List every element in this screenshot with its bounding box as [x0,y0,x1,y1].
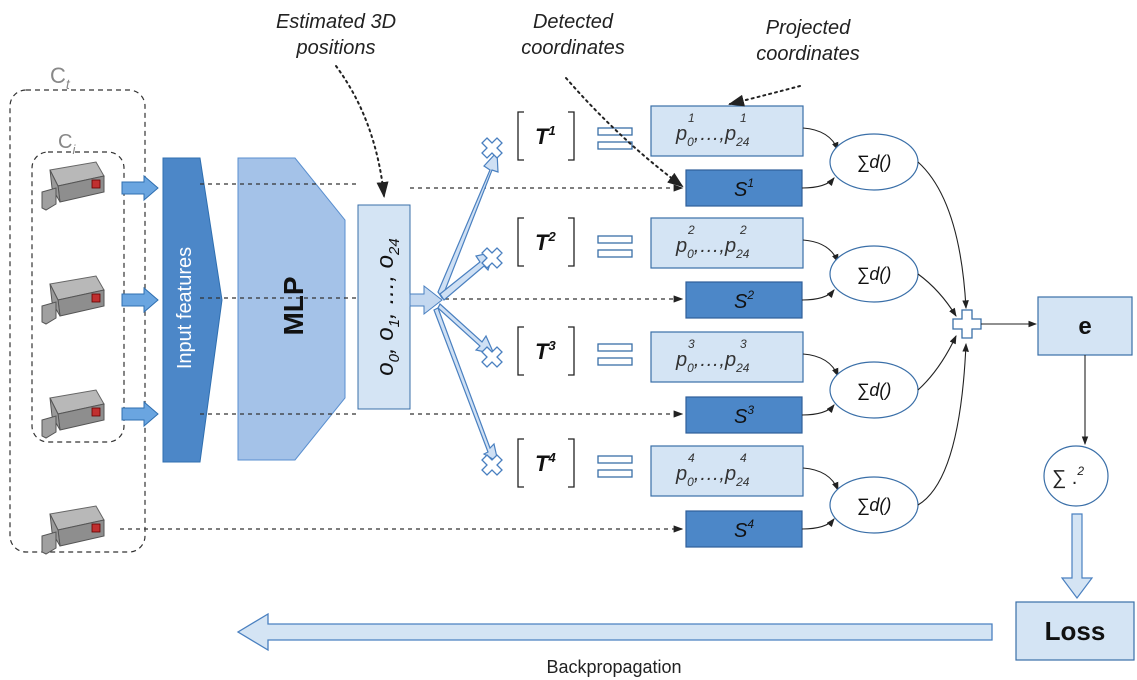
camera-icon [41,161,105,211]
sum-arrow [917,342,969,506]
projected-annotation-line1: Projected [766,17,851,39]
detected-leader [565,77,684,188]
equals-icon [597,235,633,244]
estimated-leader [335,65,389,198]
link-arrow [801,518,835,530]
multiply-icon [481,247,503,269]
sum-arrow [917,335,957,391]
link-arrow [801,404,835,416]
projected-sup-3: 3 [688,337,695,351]
estimated-positions-box [357,204,411,410]
loss-box [1015,601,1135,661]
camera-icon [41,505,105,555]
projected-sup-2b: 2 [739,223,747,237]
loss-label: Loss [1045,616,1106,646]
projected-sup-4: 4 [688,451,695,465]
link-arrow [801,289,835,301]
camera-to-features-arrow [121,174,159,202]
projected-label-1: p0,…,p24 [675,123,750,149]
link-arrow [802,353,839,378]
backpropagation-label: Backpropagation [546,657,681,677]
matrix-bracket [517,326,575,376]
projected-label-4: p0,…,p24 [675,463,750,489]
multiply-icon [481,454,503,476]
detected-label-4: S4 [734,517,754,542]
equals-icon [597,455,633,464]
estimated-annotation-line1: Estimated 3D [276,11,396,33]
camera-to-features-arrow [121,286,159,314]
detected-box-2 [685,281,803,319]
detected-box-4 [685,510,803,548]
square-sum-node [1043,445,1109,507]
distance-sum-label-3: ∑d() [857,380,892,400]
square-sum-label: ∑ .2 [1052,464,1084,489]
projected-box-1 [650,105,804,157]
multiply-icon [481,346,503,368]
matrix-bracket [517,111,575,161]
mlp-label: MLP [278,276,309,335]
transform-3: T3 [535,338,556,364]
ct-subscript: t [66,76,71,92]
link-arrow [802,239,839,264]
fan-arrow-4 [433,307,499,464]
link-arrow [802,467,839,492]
matrix-bracket [517,217,575,267]
detected-label-1: S1 [734,176,754,201]
plus-icon [952,309,982,339]
square-to-loss-arrow [1060,513,1094,599]
distance-sum-label-2: ∑d() [857,264,892,284]
projected-sup-1: 1 [688,111,695,125]
projected-leader [728,85,801,107]
backpropagation-arrow [236,612,993,652]
projected-label-2: p0,…,p24 [675,235,750,261]
svg-text:Ct: Ct [50,63,71,92]
link-arrow [801,177,835,189]
camera-to-features-arrow [121,400,159,428]
camera-icon [41,389,105,439]
projected-box-2 [650,217,804,269]
projected-sup-2: 2 [687,223,695,237]
ci-symbol: C [58,131,72,153]
fan-arrow-1 [437,150,499,300]
equals-icon [597,127,633,136]
distance-sum-label-1: ∑d() [857,152,892,172]
projected-sup-1b: 1 [740,111,747,125]
error-label: e [1078,313,1091,340]
transform-1: T1 [535,123,556,149]
projected-label-3: p0,…,p24 [675,349,750,375]
link-arrow [802,127,839,152]
fan-out-arrow [409,284,443,316]
transform-2: T2 [535,229,556,255]
all-cameras-group [9,89,146,553]
estimated-positions-label: o0, o1, …, o24 [372,238,403,375]
mlp-block [237,157,346,461]
equals-icon [597,343,633,352]
sum-arrow [917,161,969,310]
detected-annotation-line1: Detected [533,11,614,33]
projected-box-4 [650,445,804,497]
svg-text:Ci: Ci [58,131,76,157]
projected-sup-3b: 3 [740,337,747,351]
matrix-bracket [517,438,575,488]
input-features-block [162,157,223,463]
projected-sup-4b: 4 [740,451,747,465]
projected-box-3 [650,331,804,383]
ci-subscript: i [72,142,76,157]
multiply-icon [481,137,503,159]
estimated-annotation-line2: positions [296,37,376,59]
camera-subset-group [31,151,125,443]
detected-annotation-line2: coordinates [521,37,624,59]
detected-label-2: S2 [734,288,754,313]
input-features-label: Input features [174,247,196,369]
detected-label-3: S3 [734,403,754,428]
distance-sum-label-4: ∑d() [857,495,892,515]
transform-4: T4 [535,450,556,476]
camera-icon [41,275,105,325]
ct-symbol: C [50,63,66,88]
sum-arrow [917,273,957,317]
projected-annotation-line2: coordinates [756,43,859,65]
